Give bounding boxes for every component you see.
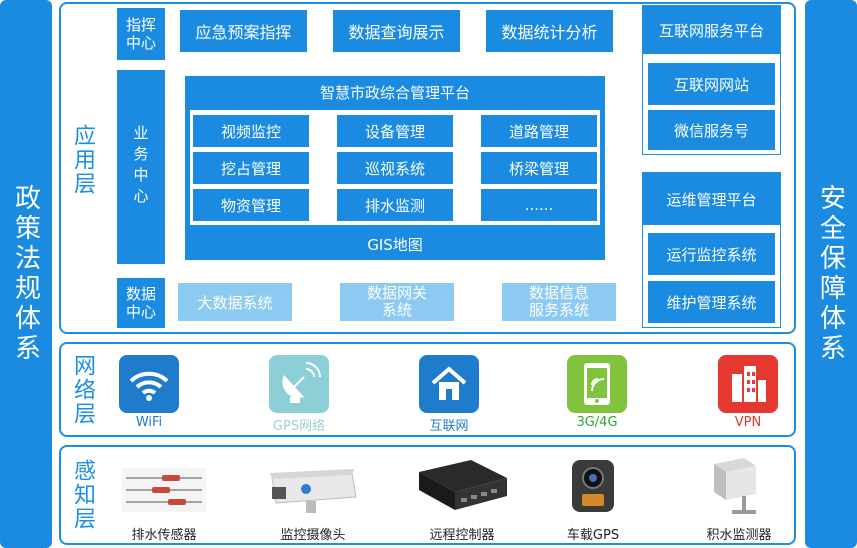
water-monitor-label: 积水监测器 xyxy=(706,528,772,543)
command-item-data-stats[interactable]: 数据统计分析 xyxy=(486,10,613,52)
policy-system-pillar: 政策法规体系 xyxy=(0,0,52,548)
internet-label: 互联网 xyxy=(429,419,469,434)
smartphone-icon xyxy=(567,355,627,413)
data-item-big-data[interactable]: 大数据系统 xyxy=(177,282,293,322)
remote-controller-icon xyxy=(413,458,511,514)
module-device-management[interactable]: 设备管理 xyxy=(337,115,453,147)
vpn-label: VPN xyxy=(734,415,762,430)
module-more: ...... xyxy=(481,189,597,221)
wechat-service[interactable]: 微信服务号 xyxy=(648,110,775,150)
module-excavation-management[interactable]: 挖占管理 xyxy=(193,152,309,184)
module-patrol-system[interactable]: 巡视系统 xyxy=(337,152,453,184)
policy-system-label: 政策法规体系 xyxy=(10,184,41,364)
ops-run-monitor[interactable]: 运行监控系统 xyxy=(648,233,775,275)
command-item-data-query[interactable]: 数据查询展示 xyxy=(333,10,460,52)
water-monitor-icon xyxy=(706,456,764,516)
wifi-icon xyxy=(119,355,179,413)
drainage-sensor-icon xyxy=(122,468,206,512)
data-item-info-service[interactable]: 数据信息 服务系统 xyxy=(501,282,617,322)
ops-maintenance[interactable]: 维护管理系统 xyxy=(648,281,775,323)
security-system-label: 安全保障体系 xyxy=(815,184,846,364)
module-video-monitor[interactable]: 视频监控 xyxy=(193,115,309,147)
module-road-management[interactable]: 道路管理 xyxy=(481,115,597,147)
gis-map[interactable]: GIS地图 xyxy=(185,228,605,260)
module-materials-management[interactable]: 物资管理 xyxy=(193,189,309,221)
internet-website[interactable]: 互联网网站 xyxy=(648,63,775,105)
command-item-emergency[interactable]: 应急预案指挥 xyxy=(180,10,307,52)
business-center-label: 业务中心 xyxy=(117,70,165,264)
data-item-gateway[interactable]: 数据网关 系统 xyxy=(339,282,455,322)
remote-controller-label: 远程控制器 xyxy=(429,528,495,543)
module-drainage-monitoring[interactable]: 排水监测 xyxy=(337,189,453,221)
command-center-label: 指挥 中心 xyxy=(117,8,165,60)
mobile-network-label: 3G/4G xyxy=(576,415,618,430)
surveillance-camera-label: 监控摄像头 xyxy=(280,528,346,543)
drainage-sensor-label: 排水传感器 xyxy=(131,528,197,543)
data-center-label: 数据 中心 xyxy=(117,278,165,328)
network-layer-label: 网络层 xyxy=(70,354,95,426)
ops-platform-title: 运维管理平台 xyxy=(643,173,780,225)
gps-network-label: GPS网络 xyxy=(272,419,326,434)
vehicle-gps-icon xyxy=(568,458,618,514)
sensing-layer-label: 感知层 xyxy=(70,459,95,531)
module-bridge-management[interactable]: 桥梁管理 xyxy=(481,152,597,184)
surveillance-camera-icon xyxy=(266,463,360,515)
building-icon xyxy=(718,355,778,413)
wifi-label: WiFi xyxy=(135,415,163,430)
satellite-dish-icon xyxy=(269,355,329,413)
application-layer-label: 应用层 xyxy=(70,124,95,196)
platform-title: 智慧市政综合管理平台 xyxy=(185,76,605,108)
internet-platform-title: 互联网服务平台 xyxy=(643,6,780,54)
vehicle-gps-label: 车载GPS xyxy=(566,528,620,543)
home-icon xyxy=(419,355,479,413)
security-system-pillar: 安全保障体系 xyxy=(805,0,857,548)
